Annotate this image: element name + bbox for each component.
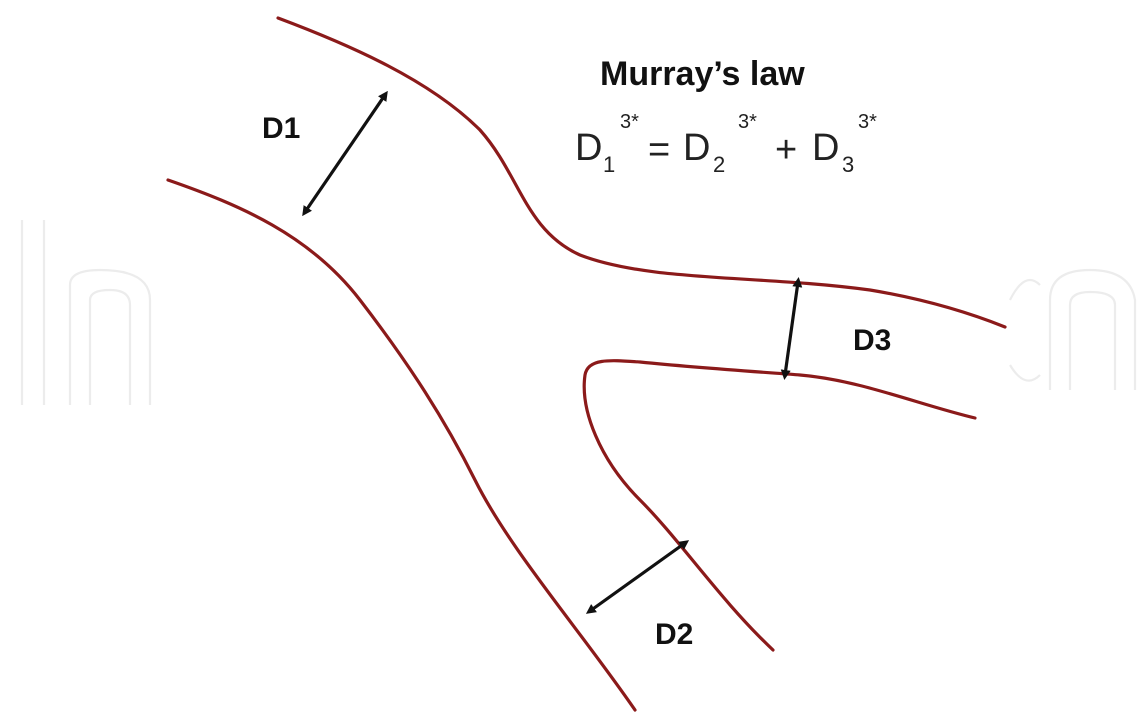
eq-d1-base: D — [575, 127, 602, 169]
d1-label: D1 — [262, 112, 300, 145]
diameter-arrows — [302, 90, 803, 614]
eq-equals: = — [648, 129, 670, 171]
vessel-bifurcation-wall — [582, 359, 977, 652]
d2-label: D2 — [655, 618, 693, 651]
vessel-outer-upper-wall — [276, 16, 1007, 329]
vessel-outer-lower-wall — [166, 178, 637, 712]
eq-d1-subscript: 1 — [603, 152, 615, 177]
d3-label: D3 — [853, 324, 891, 357]
murrays-law-equation: D 1 3* = D 2 3* + D 3 3* — [575, 111, 877, 177]
vessel — [166, 16, 1007, 712]
eq-d3-superscript: 3* — [858, 111, 877, 133]
eq-d1-superscript: 3* — [620, 111, 639, 133]
d1-arrow — [302, 90, 388, 217]
diagram-title: Murray’s law — [600, 55, 805, 93]
eq-d2-superscript: 3* — [738, 111, 757, 133]
eq-plus: + — [775, 129, 797, 171]
watermark — [20, 220, 1137, 405]
eq-d3-subscript: 3 — [842, 152, 854, 177]
eq-d3-base: D — [812, 127, 839, 169]
d3-arrow — [780, 277, 803, 380]
d2-arrow — [585, 540, 690, 614]
eq-d2-base: D — [683, 127, 710, 169]
eq-d2-subscript: 2 — [713, 152, 725, 177]
